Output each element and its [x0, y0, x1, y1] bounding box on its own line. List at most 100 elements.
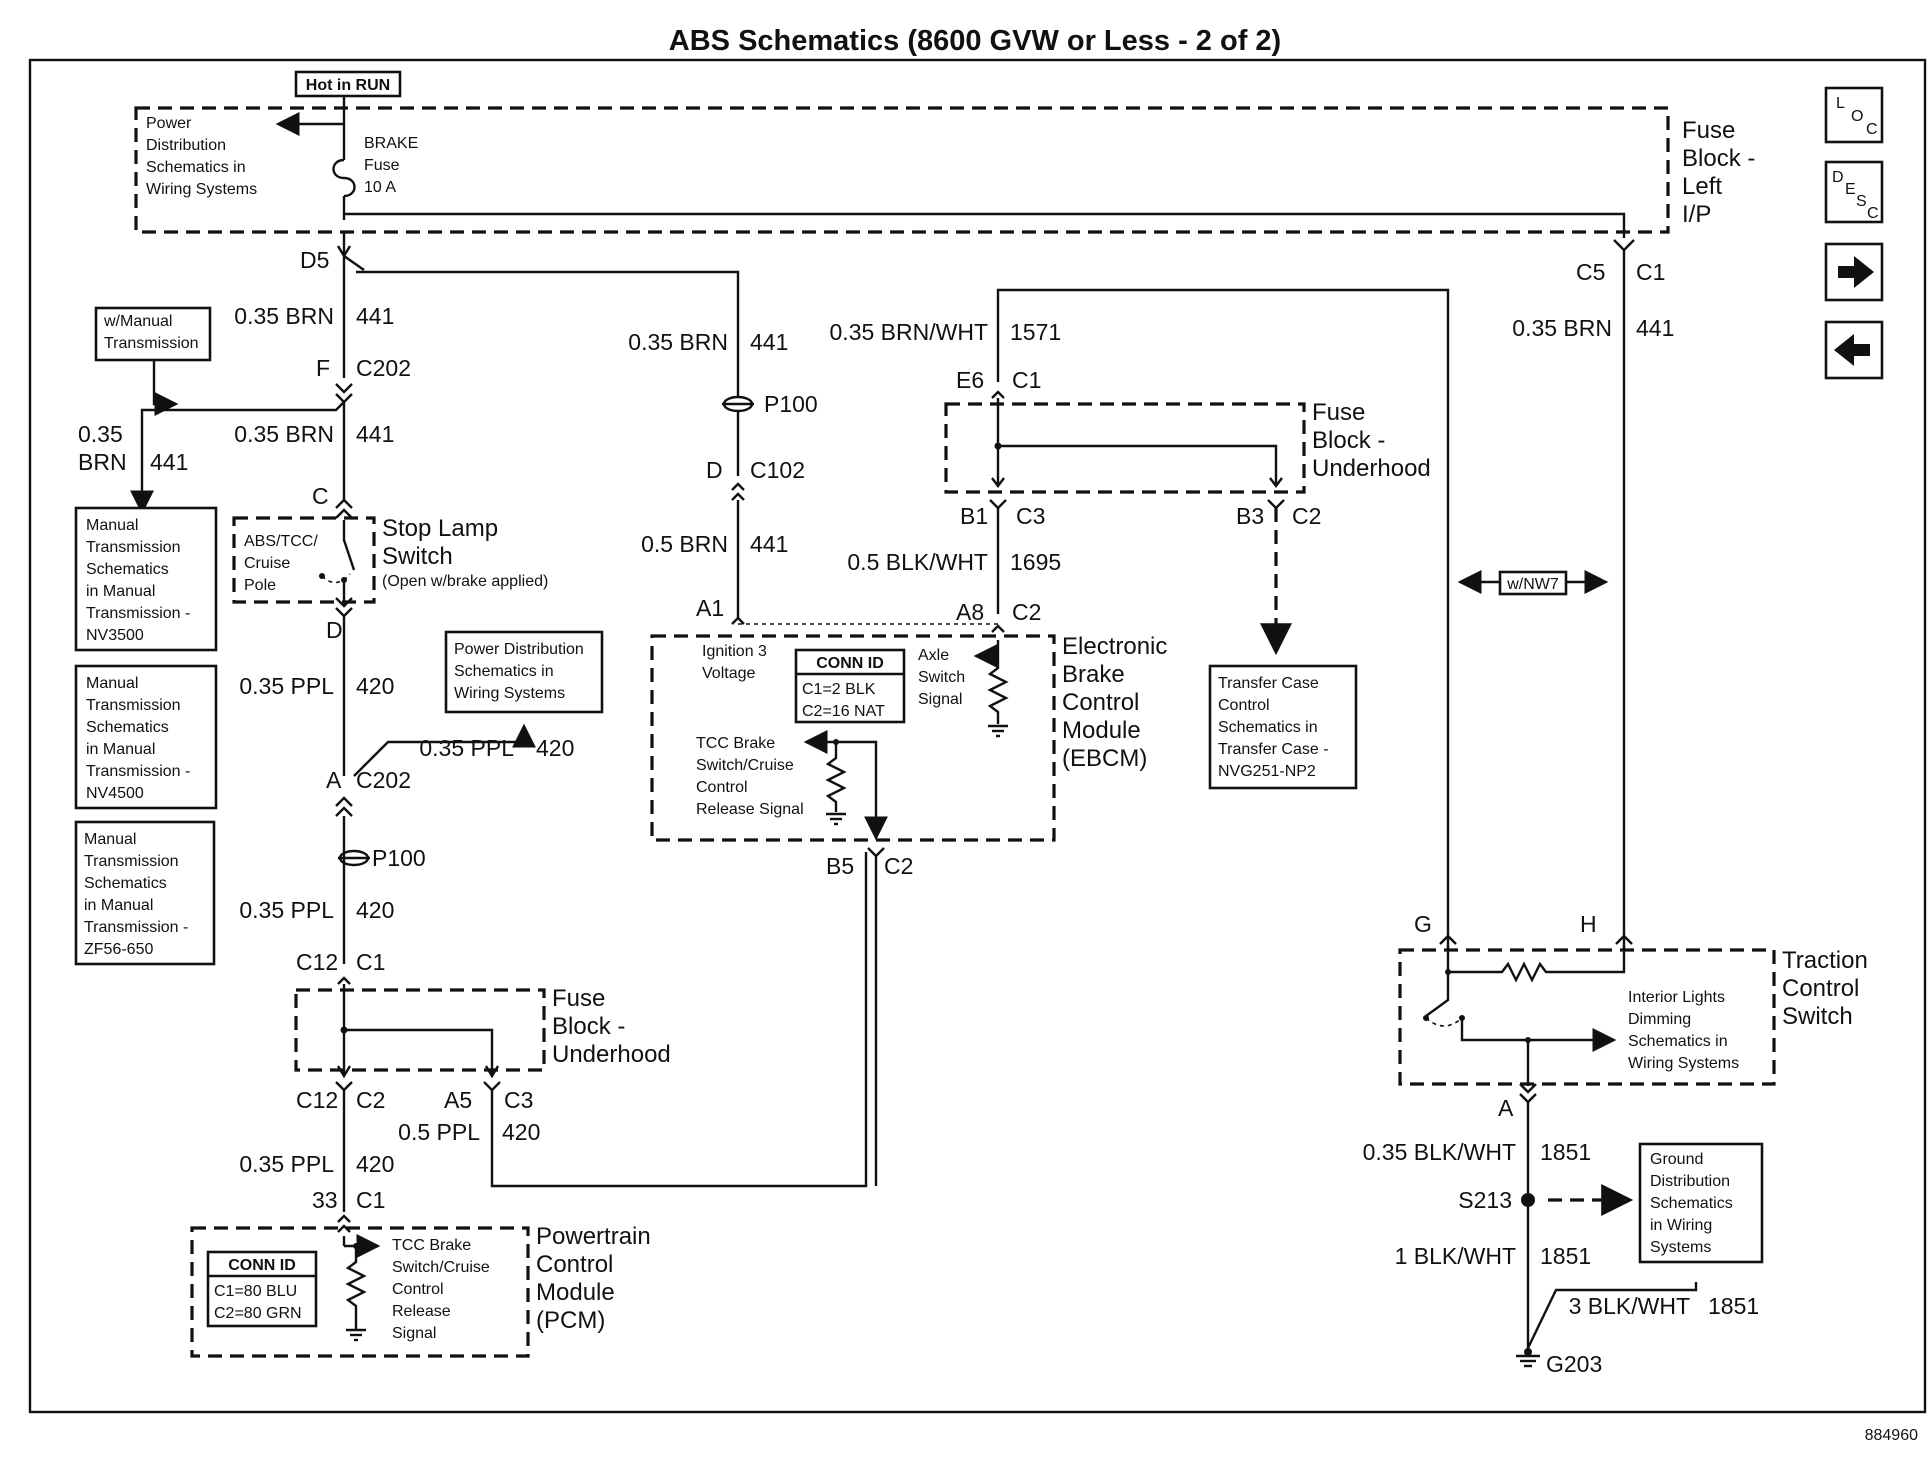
fuse-block-left-outline	[134, 106, 1670, 234]
pin-c202-top: C202	[356, 355, 411, 381]
svg-text:Electronic: Electronic	[1062, 633, 1167, 660]
pcm-label: Powertrain Control Module (PCM)	[536, 1223, 651, 1334]
left-wire2-size: 0.35 BRN	[234, 421, 334, 447]
stop-lamp-switch-symbol	[342, 520, 356, 606]
hot-in-run-box	[294, 70, 402, 98]
right-wire1-size: 0.35 BRN	[1512, 315, 1612, 341]
svg-text:Switch/Cruise: Switch/Cruise	[696, 757, 794, 774]
p100-mid-connector	[722, 395, 754, 413]
svg-text:Switch: Switch	[1782, 1003, 1853, 1030]
svg-text:BRAKE: BRAKE	[364, 135, 418, 152]
svg-text:Control: Control	[1782, 975, 1859, 1002]
svg-text:L: L	[1836, 95, 1845, 112]
desc-button[interactable]: D E S C	[1824, 160, 1884, 224]
mid-wire2-size: 0.5 BRN	[641, 531, 728, 557]
ebcm-conn-id-title: CONN ID	[816, 655, 884, 672]
ebcm-axle-resistor	[987, 656, 1009, 724]
ebcm-conn-id-box	[794, 648, 906, 724]
svg-text:Schematics in: Schematics in	[1218, 719, 1318, 736]
axle-switch-label: Axle Switch Signal	[918, 647, 965, 708]
pin-d-stoplamp: D	[326, 617, 343, 643]
left-wire3-size-a: 0.35	[78, 421, 123, 447]
svg-text:Transmission -: Transmission -	[86, 605, 190, 622]
left-wire7-size: 0.5 PPL	[398, 1119, 480, 1145]
svg-text:Interior Lights: Interior Lights	[1628, 989, 1725, 1006]
left-wire2-num: 441	[356, 421, 394, 447]
svg-text:ABS/TCC/: ABS/TCC/	[244, 533, 318, 550]
p100-left-connector	[338, 849, 370, 867]
transfer-case-box	[1208, 664, 1358, 790]
mid-wire1-size: 0.35 BRN	[628, 329, 728, 355]
pin-c202-mid: C202	[356, 767, 411, 793]
svg-text:Schematics: Schematics	[1650, 1195, 1733, 1212]
tcc-brake-label: TCC Brake Switch/Cruise Control Release …	[696, 735, 804, 818]
g203-label: G203	[1546, 1351, 1602, 1377]
svg-text:Transfer Case -: Transfer Case -	[1218, 741, 1329, 758]
svg-text:I/P: I/P	[1682, 201, 1711, 228]
next-button[interactable]	[1824, 242, 1884, 302]
pin-c2-b5: C2	[884, 853, 913, 879]
fuse-block-left-label: Fuse Block - Left I/P	[1682, 117, 1755, 228]
arrow-left-icon	[1834, 334, 1870, 366]
svg-text:S: S	[1856, 193, 1867, 210]
stop-lamp-switch-label: Stop Lamp Switch (Open w/brake applied)	[382, 515, 548, 590]
svg-text:Switch: Switch	[382, 543, 453, 570]
center-wire1-size: 0.35 BRN/WHT	[830, 319, 988, 345]
svg-text:Transmission: Transmission	[86, 697, 181, 714]
svg-text:C: C	[1866, 121, 1878, 138]
power-distribution-note: Power Distribution Schematics in Wiring …	[146, 115, 257, 198]
pin-c2-left: C2	[356, 1087, 385, 1113]
fuse-block-underhood-center-label: Fuse Block - Underhood	[1312, 399, 1431, 482]
svg-text:Release: Release	[392, 1303, 451, 1320]
manual-trans-tag	[94, 306, 212, 362]
center-wire2-num: 1695	[1010, 549, 1061, 575]
manual-trans-box-nv3500	[74, 506, 218, 652]
left-wire5-size: 0.35 PPL	[419, 735, 514, 761]
svg-text:D: D	[1832, 169, 1844, 186]
left-wire1-size: 0.35 BRN	[234, 303, 334, 329]
left-wire1-num: 441	[356, 303, 394, 329]
svg-text:C: C	[1867, 205, 1879, 222]
page-frame	[28, 58, 1927, 1414]
ground-distribution-box	[1638, 1142, 1764, 1264]
svg-text:in Wiring: in Wiring	[1650, 1217, 1712, 1234]
svg-text:(EBCM): (EBCM)	[1062, 745, 1147, 772]
pin-a-right: A	[1498, 1095, 1514, 1121]
pcm-outline	[190, 1226, 530, 1358]
svg-text:10 A: 10 A	[364, 179, 396, 196]
interior-lights-label: Interior Lights Dimming Schematics in Wi…	[1628, 989, 1739, 1072]
svg-text:Dimming: Dimming	[1628, 1011, 1691, 1028]
pin-c12-top: C12	[296, 949, 338, 975]
switch-pole-label: ABS/TCC/ Cruise Pole	[244, 533, 318, 594]
pin-a-left: A	[326, 767, 342, 793]
doc-number: 884960	[1865, 1427, 1918, 1444]
brake-fuse-label: BRAKE Fuse 10 A	[364, 135, 418, 196]
loc-button[interactable]: L O C	[1824, 86, 1884, 144]
pin-c5: C5	[1576, 259, 1605, 285]
svg-text:E: E	[1845, 181, 1856, 198]
mid-wire1-num: 441	[750, 329, 788, 355]
mid-wire2-num: 441	[750, 531, 788, 557]
traction-control-label: Traction Control Switch	[1782, 947, 1868, 1030]
svg-text:Power Distribution: Power Distribution	[454, 641, 584, 658]
svg-text:Control: Control	[392, 1281, 444, 1298]
pin-c1-c12: C1	[356, 949, 385, 975]
pin-c2-a8: C2	[1012, 599, 1041, 625]
pin-c102: C102	[750, 457, 805, 483]
right-wire4-size: 3 BLK/WHT	[1569, 1293, 1690, 1319]
svg-text:Powertrain: Powertrain	[536, 1223, 651, 1250]
pin-a8: A8	[956, 599, 984, 625]
ebcm-conn-c2: C2=16 NAT	[802, 703, 885, 720]
s213-label: S213	[1458, 1187, 1512, 1213]
pin-d5: D5	[300, 247, 329, 273]
svg-text:Cruise: Cruise	[244, 555, 290, 572]
svg-text:Underhood: Underhood	[1312, 455, 1431, 482]
svg-text:Release Signal: Release Signal	[696, 801, 804, 818]
svg-text:in Manual: in Manual	[86, 583, 155, 600]
prev-button[interactable]	[1824, 320, 1884, 380]
splice-s213	[1521, 1193, 1535, 1207]
right-wire3-size: 1 BLK/WHT	[1395, 1243, 1516, 1269]
p100-mid-label: P100	[764, 391, 818, 417]
pin-c3-left: C3	[504, 1087, 533, 1113]
svg-text:Manual: Manual	[84, 831, 136, 848]
